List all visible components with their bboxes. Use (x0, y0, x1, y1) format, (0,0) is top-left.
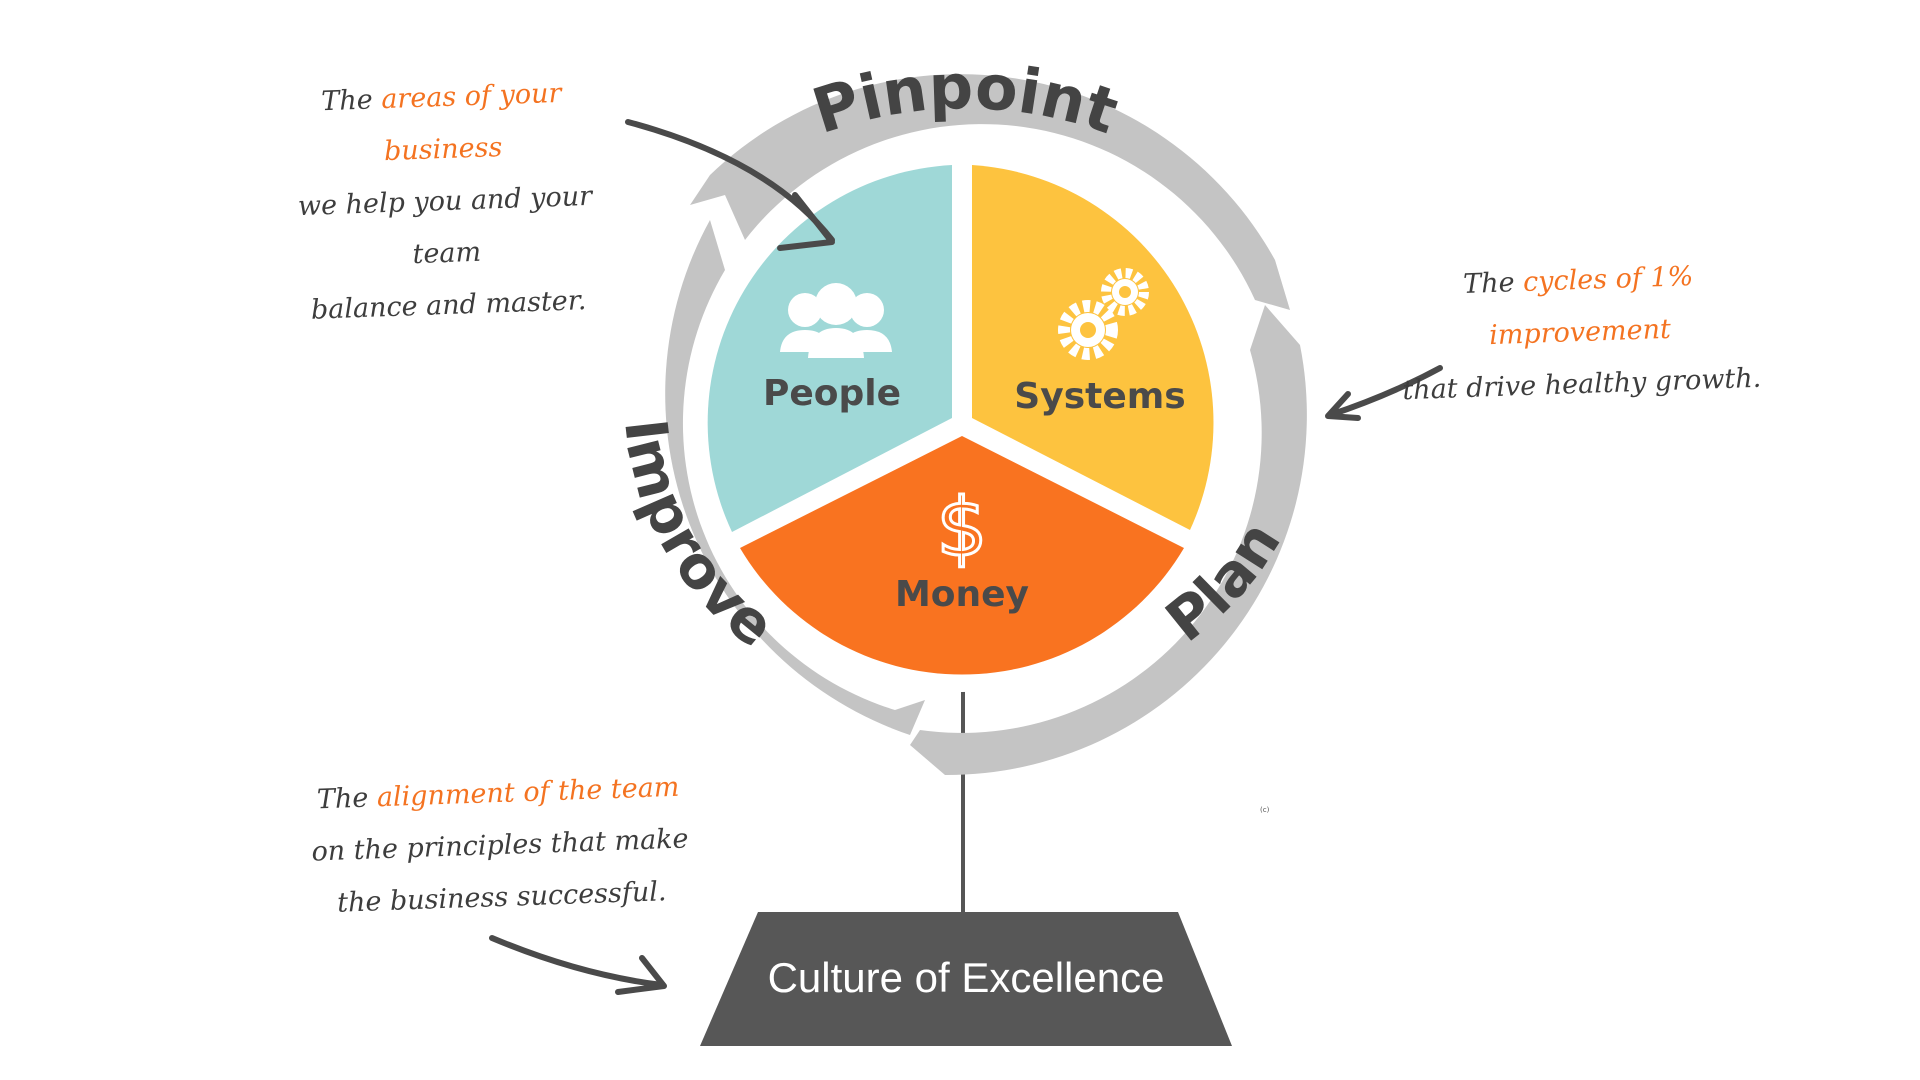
people-group-icon (780, 283, 892, 358)
note-areas-highlight: areas of your business (380, 77, 562, 168)
annotation-arrows (489, 119, 1443, 995)
stem-line (961, 675, 965, 915)
note-areas-line2: we help you and your team (297, 180, 593, 271)
base-label: Culture of Excellence (768, 954, 1165, 1001)
segment-systems (972, 165, 1214, 530)
arrow-plan (910, 305, 1307, 776)
label-pinpoint: Pinpoint (804, 50, 1127, 148)
note-cycles: The cycles of 1% improvement that drive … (1377, 248, 1782, 418)
segment-label-people: People (763, 373, 901, 414)
note-cycles-line1: The cycles of 1% improvement (1462, 261, 1694, 352)
segment-money (740, 436, 1184, 675)
culture-base (700, 912, 1232, 1046)
segment-label-money: Money (895, 574, 1029, 615)
arrow-pinpoint (690, 74, 1290, 310)
arrowhead-base (615, 955, 667, 995)
gears-icon (1058, 268, 1149, 360)
copyright-mark: (c) (1260, 806, 1270, 814)
arrow-to-plan (1327, 365, 1443, 418)
segment-label-systems: Systems (1014, 376, 1185, 417)
note-alignment-highlight: alignment of the team (376, 771, 680, 814)
arrow-improve (665, 220, 925, 735)
cycle-ring (665, 74, 1307, 776)
note-areas: The areas of your business we help you a… (266, 66, 625, 338)
dollar-icon: $ (937, 481, 988, 574)
note-alignment: The alignment of the team on the princip… (307, 761, 692, 930)
arrow-to-base (489, 935, 665, 988)
arrowhead-people (777, 192, 835, 251)
arrowhead-plan (1325, 391, 1361, 421)
note-areas-line1: The areas of your business (320, 77, 562, 168)
